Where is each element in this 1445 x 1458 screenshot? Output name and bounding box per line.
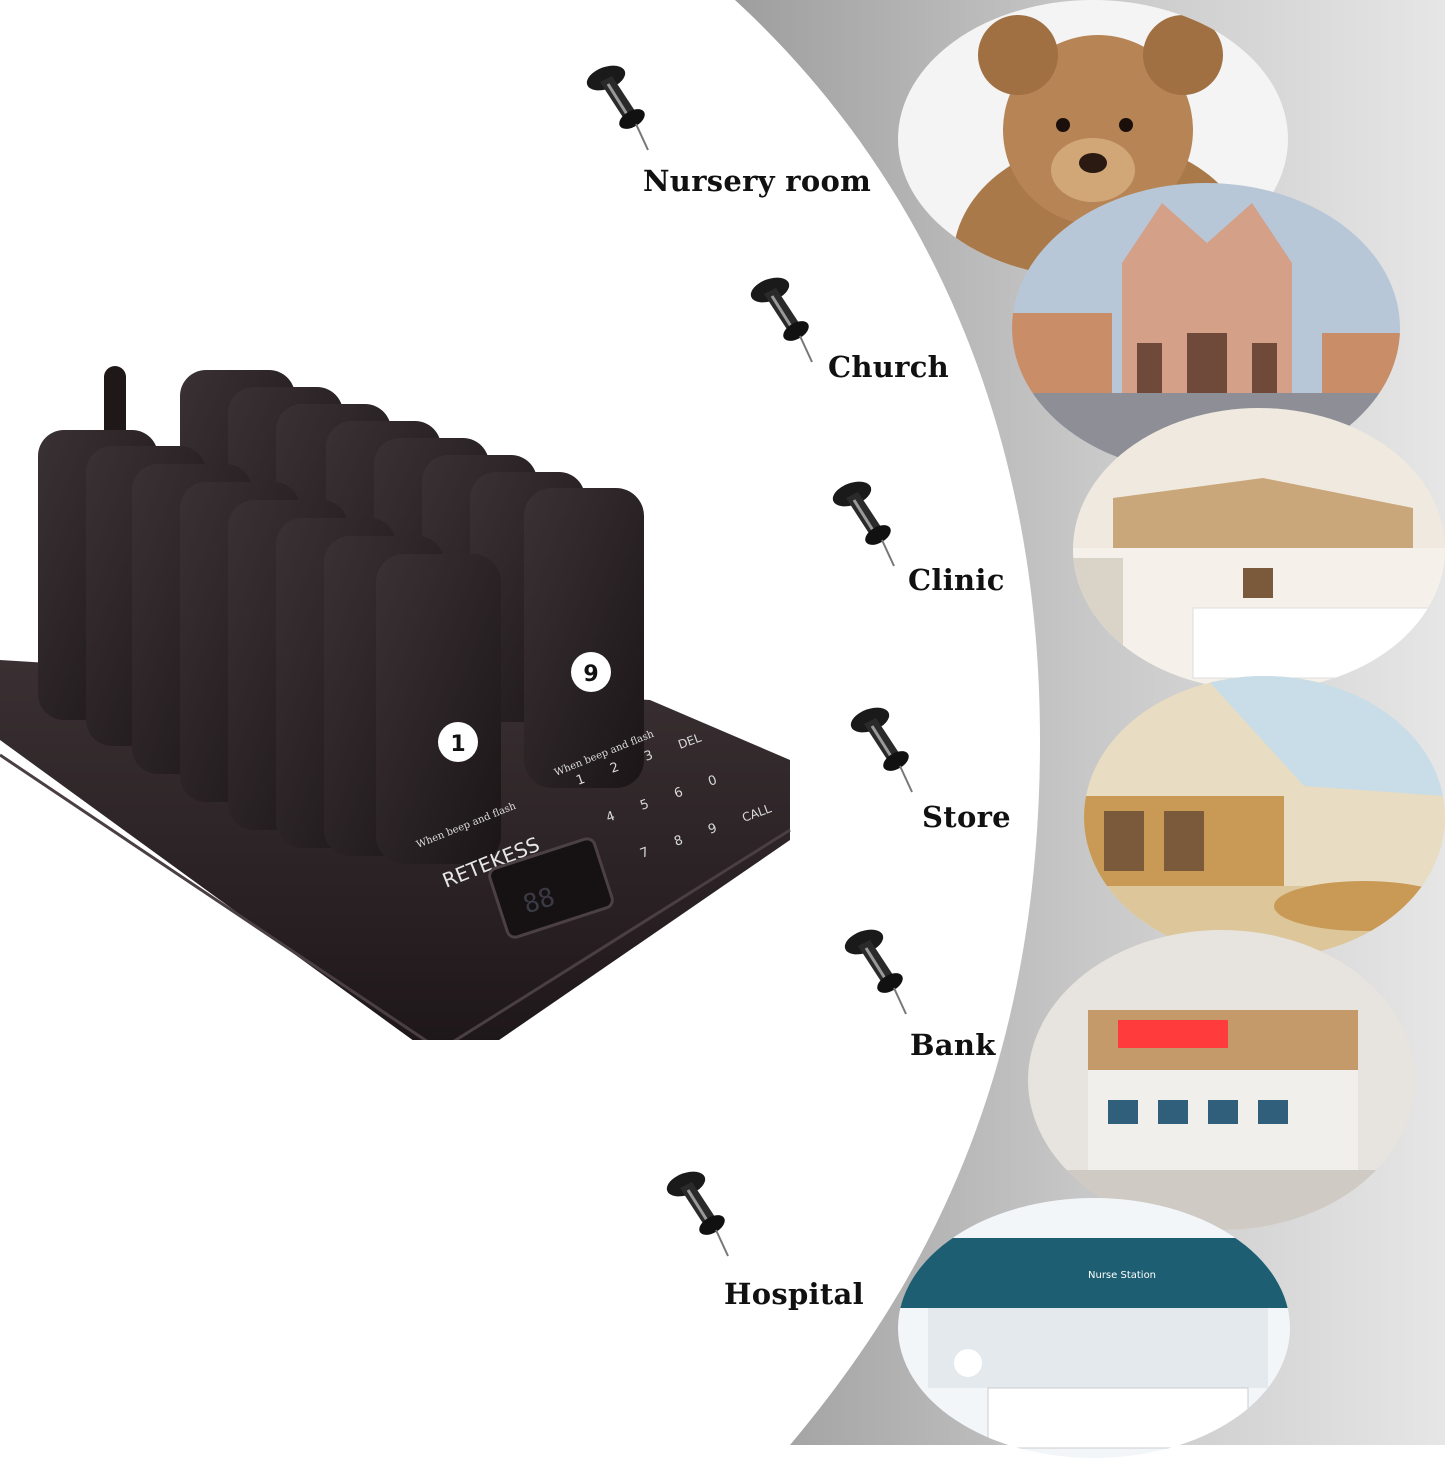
photo-clinic bbox=[1073, 408, 1445, 690]
lcd-display bbox=[488, 837, 614, 939]
push-pin-icon bbox=[662, 1170, 732, 1260]
photo-store bbox=[1084, 676, 1445, 958]
pager-number-badge bbox=[571, 652, 611, 692]
photo-bank bbox=[1028, 930, 1415, 1230]
push-pin-icon bbox=[582, 64, 652, 154]
pager-number-badge bbox=[438, 722, 478, 762]
pager-system-device: 1 9 When beep and flash When beep and fl… bbox=[0, 366, 791, 1040]
location-label-store: Store bbox=[922, 800, 1011, 834]
push-pin-icon bbox=[840, 928, 910, 1018]
location-label-clinic: Clinic bbox=[908, 563, 1005, 597]
pager-front bbox=[524, 488, 644, 788]
pager-number-1: 1 bbox=[450, 732, 465, 757]
location-label-nursery-room: Nursery room bbox=[643, 164, 872, 198]
location-label-bank: Bank bbox=[910, 1028, 996, 1062]
location-label-church: Church bbox=[828, 350, 950, 384]
pager-number-9: 9 bbox=[583, 662, 598, 687]
push-pin-icon bbox=[846, 706, 916, 796]
push-pin-icon bbox=[828, 480, 898, 570]
pager-front bbox=[376, 554, 501, 864]
push-pin-icon bbox=[746, 276, 816, 366]
location-label-hospital: Hospital bbox=[724, 1277, 864, 1311]
svg-text:Nurse Station: Nurse Station bbox=[1088, 1270, 1156, 1281]
photo-hospital: Nurse Station bbox=[898, 1198, 1290, 1458]
